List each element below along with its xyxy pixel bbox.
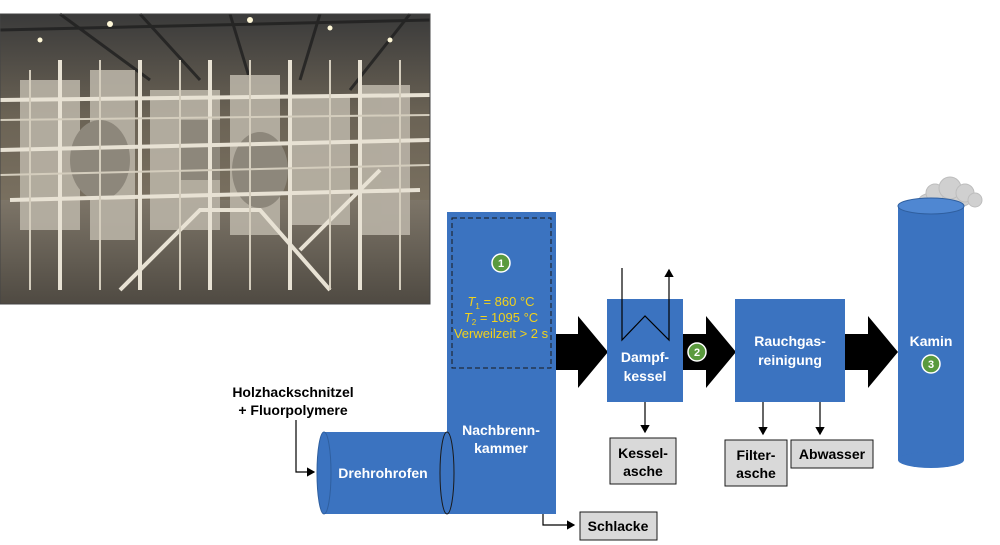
step-1-badge: 1 (491, 253, 511, 273)
waste-water-box (790, 439, 874, 469)
boiler-ash-box (609, 437, 677, 485)
heat-exchanger-coil (621, 268, 674, 342)
flue-gas-label-1: Rauchgas- (754, 333, 826, 349)
flue-gas-cleaning-box (735, 299, 845, 402)
boiler-ash-label-1: Kessel- (618, 445, 668, 461)
feed-arrow (295, 420, 316, 477)
step-3-badge: 3 (921, 354, 941, 374)
step-2-badge: 2 (687, 342, 707, 362)
slag-box (579, 511, 658, 541)
rotary-kiln-label: Drehrohrofen (338, 465, 427, 481)
boiler-ash-label-2: asche (623, 463, 663, 479)
rotary-kiln (316, 431, 455, 515)
afterburner-label-2: kammer (474, 440, 528, 456)
filter-ash-label-2: asche (736, 465, 776, 481)
flow-arrow-3 (845, 316, 898, 388)
condition-t2: T2 = 1095 °C (464, 310, 538, 327)
flow-arrow-2 (683, 316, 736, 388)
plant-photo-icon (0, 12, 431, 305)
boiler-label-1: Dampf- (621, 349, 670, 365)
waste-water-label: Abwasser (799, 446, 866, 462)
afterburner-label-1: Nachbrenn- (462, 422, 540, 438)
filter-ash-box (724, 439, 788, 487)
filter-ash-label-1: Filter- (737, 447, 776, 463)
reaction-zone-outline (451, 217, 552, 369)
stack-label: Kamin (910, 333, 953, 349)
feed-label-1: Holzhackschnitzel (232, 384, 353, 400)
flow-arrow-1 (556, 316, 608, 388)
svg-text:2: 2 (694, 347, 700, 359)
stack-cylinder (897, 197, 965, 468)
condition-residence-time: Verweilzeit > 2 s (454, 326, 549, 341)
condition-t1: T1 = 860 °C (467, 294, 534, 311)
flue-gas-label-2: reinigung (758, 352, 822, 368)
svg-text:1: 1 (498, 258, 504, 270)
slag-arrow (542, 514, 576, 530)
boiler-label-2: kessel (624, 368, 667, 384)
feed-label-2: + Fluorpolymere (238, 402, 348, 418)
slag-label: Schlacke (588, 518, 649, 534)
svg-text:3: 3 (928, 359, 934, 371)
